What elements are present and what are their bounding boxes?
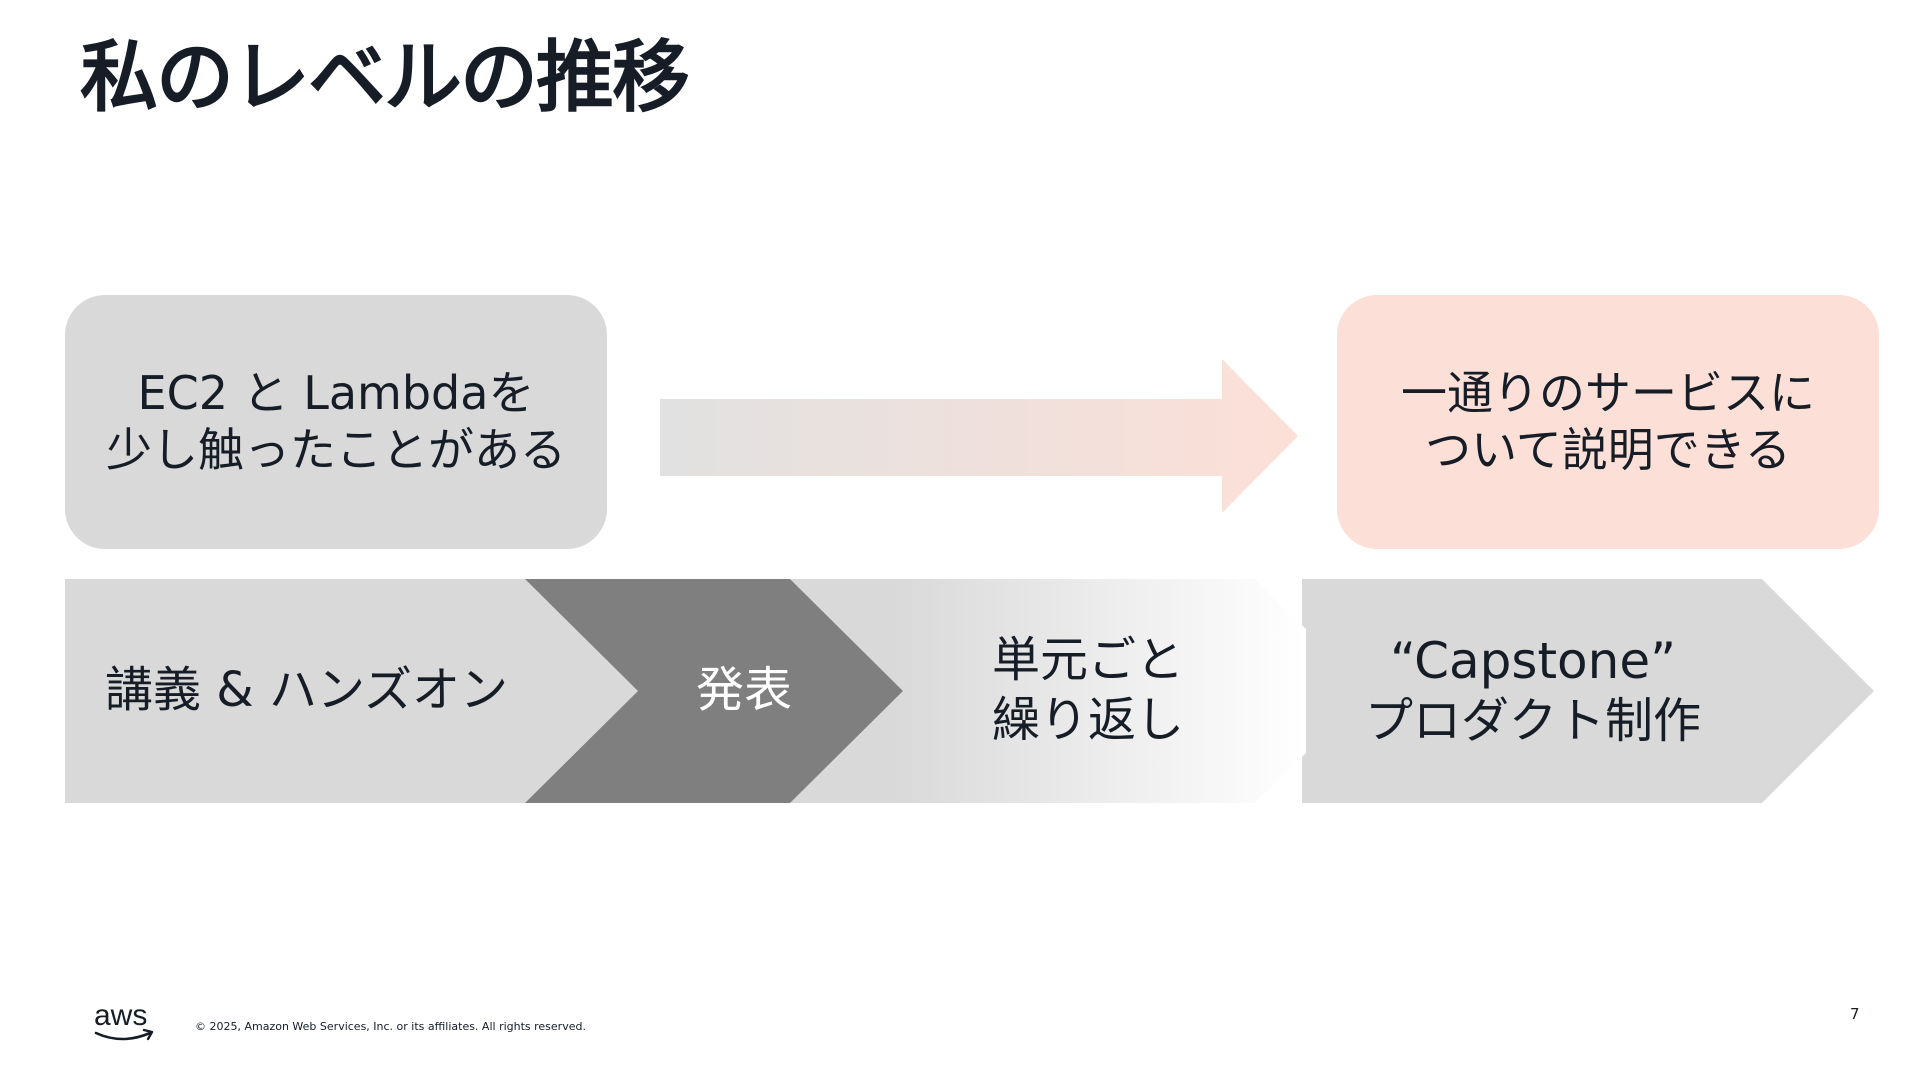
step-lecture-handson: 講義 & ハンズオン	[65, 579, 639, 803]
before-level-box: EC2 と Lambdaを 少し触ったことがある	[65, 295, 607, 549]
step-repeat-line-1: 単元ごと	[991, 632, 1184, 689]
page-number: 7	[1850, 1005, 1860, 1023]
after-level-box: 一通りのサービスに ついて説明できる	[1337, 295, 1879, 549]
after-level-line-1: 一通りのサービスに	[1401, 365, 1815, 420]
after-level-line-2: ついて説明できる	[1425, 423, 1791, 477]
progress-arrow-icon	[660, 359, 1298, 513]
step-repeat-line-2: 繰り返し	[991, 692, 1184, 748]
before-level-line-1: EC2 と Lambdaを	[137, 365, 535, 420]
step-presentation-label: 発表	[695, 662, 792, 719]
step-capstone-line-2: プロダクト制作	[1364, 693, 1701, 750]
aws-logo: aws	[94, 999, 154, 1041]
copyright-notice: © 2025, Amazon Web Services, Inc. or its…	[195, 1020, 586, 1033]
aws-logo-text: aws	[94, 999, 147, 1032]
before-level-line-2: 少し触ったことがある	[106, 423, 566, 477]
step-capstone: “Capstone” プロダクト制作	[1302, 579, 1874, 803]
slide-title: 私のレベルの推移	[80, 33, 690, 123]
step-lecture-label: 講義 & ハンズオン	[105, 662, 508, 719]
step-capstone-line-1: “Capstone”	[1389, 632, 1676, 691]
